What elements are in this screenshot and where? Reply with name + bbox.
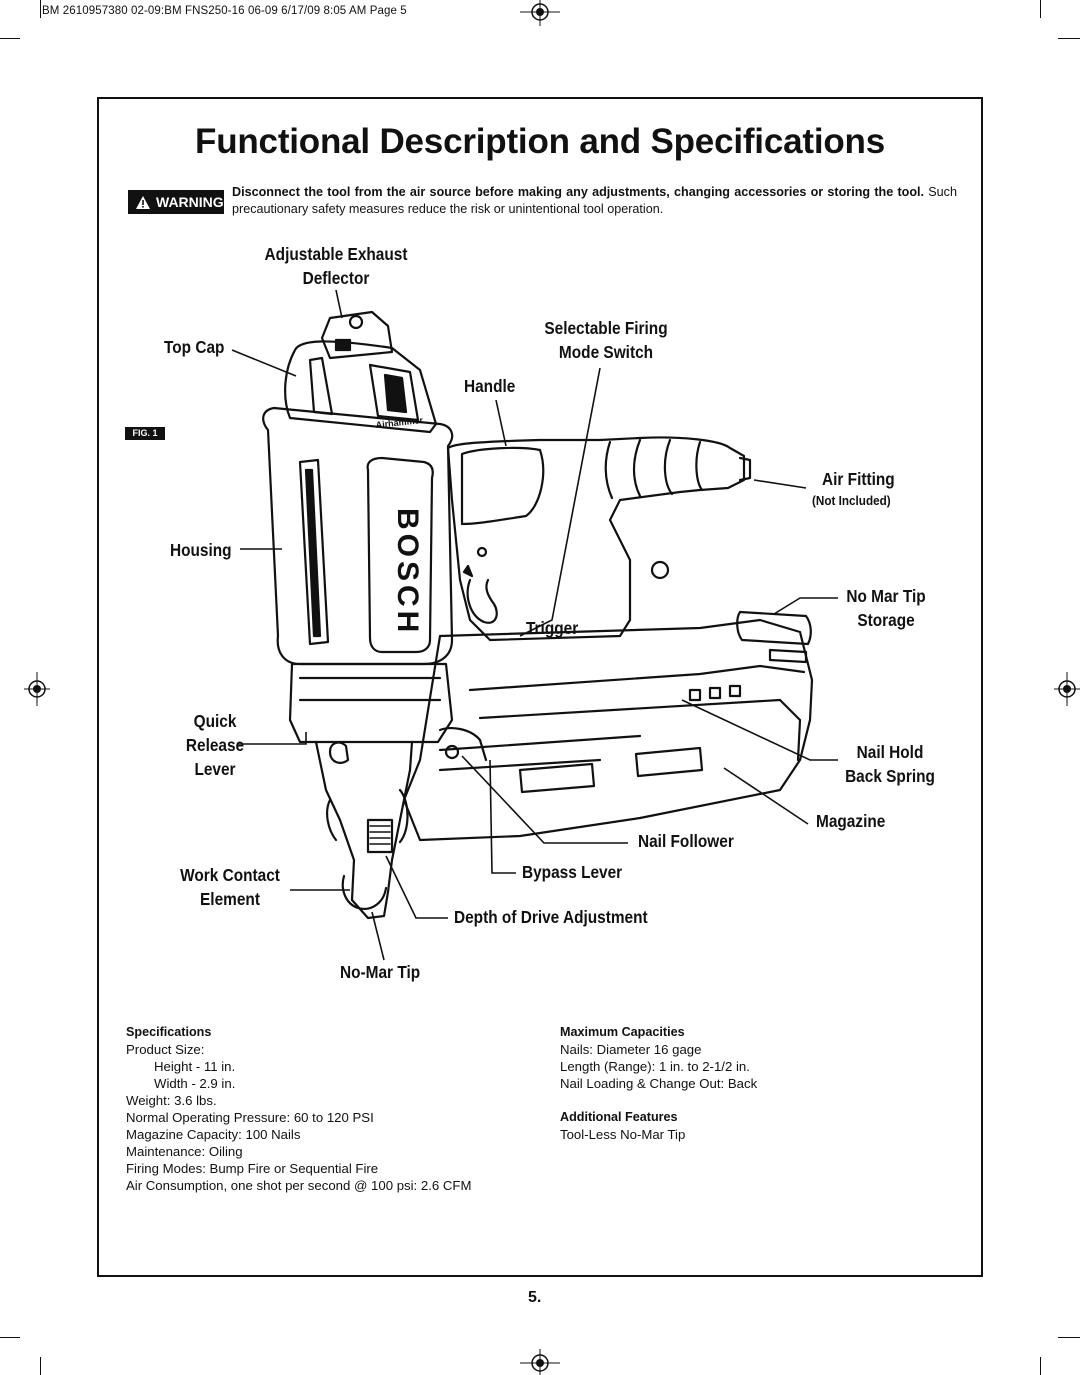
spec-pressure: Normal Operating Pressure: 60 to 120 PSI xyxy=(126,1110,374,1125)
registration-mark-right xyxy=(1054,672,1080,706)
label-housing: Housing xyxy=(170,540,232,560)
warning-text: Disconnect the tool from the air source … xyxy=(232,184,957,218)
label-magazine: Magazine xyxy=(816,811,886,831)
brand-marking: BOSCH Airhammer xyxy=(375,415,424,636)
warning-normal-text: Such precautionary safety measures reduc… xyxy=(232,185,957,216)
spec-air-consumption: Air Consumption, one shot per second @ 1… xyxy=(126,1178,472,1193)
print-header: BM 2610957380 02-09:BM FNS250-16 06-09 6… xyxy=(42,5,407,17)
warning-badge: WARNING xyxy=(128,190,224,214)
label-no-mar-tip: No-Mar Tip xyxy=(340,962,421,982)
label-work-contact-element: Work Contact Element xyxy=(180,865,280,909)
spec-firing-modes: Firing Modes: Bump Fire or Sequential Fi… xyxy=(126,1161,379,1176)
page-number: 5. xyxy=(528,1289,542,1306)
warning-label: WARNING xyxy=(156,194,224,210)
warning-triangle-icon xyxy=(136,195,150,209)
label-selectable-firing: Selectable Firing Mode Switch xyxy=(544,318,668,362)
svg-text:BOSCH: BOSCH xyxy=(391,508,424,636)
label-air-fitting: Air Fitting xyxy=(822,469,895,489)
spec-height: Height - 11 in. xyxy=(154,1059,236,1074)
specifications-heading: Specifications xyxy=(126,1025,212,1039)
label-quick-release-lever: Quick Release Lever xyxy=(185,711,245,779)
label-nail-follower: Nail Follower xyxy=(638,831,734,851)
label-adjustable-exhaust: Adjustable Exhaust Deflector xyxy=(264,244,408,288)
page-frame xyxy=(97,97,983,1277)
capacity-length: Length (Range): 1 in. to 2-1/2 in. xyxy=(560,1059,750,1074)
label-not-included: (Not Included) xyxy=(812,493,891,508)
registration-mark-left xyxy=(24,672,50,706)
capacities-column: Maximum Capacities Nails: Diameter 16 ga… xyxy=(560,1024,757,1143)
label-depth-of-drive: Depth of Drive Adjustment xyxy=(454,907,648,927)
capacities-heading: Maximum Capacities xyxy=(560,1025,685,1039)
registration-mark-bottom xyxy=(520,1349,560,1375)
nailer-illustration: BOSCH Airhammer xyxy=(231,289,838,961)
label-top-cap: Top Cap xyxy=(164,337,225,357)
additional-features-heading: Additional Features xyxy=(560,1110,678,1124)
page-title: Functional Description and Specification… xyxy=(195,122,885,161)
capacity-nails: Nails: Diameter 16 gage xyxy=(560,1042,702,1057)
spec-maintenance: Maintenance: Oiling xyxy=(126,1144,243,1159)
figure-tag: FIG. 1 xyxy=(125,427,165,440)
label-bypass-lever: Bypass Lever xyxy=(522,862,623,882)
warning-bold-text: Disconnect the tool from the air source … xyxy=(232,185,925,199)
label-handle: Handle xyxy=(464,376,516,396)
model-marking: Airhammer xyxy=(375,415,424,430)
label-trigger: Trigger xyxy=(526,618,579,638)
registration-mark-top xyxy=(520,0,560,26)
spec-width: Width - 2.9 in. xyxy=(154,1076,236,1091)
label-no-mar-tip-storage: No Mar Tip Storage xyxy=(846,586,926,630)
label-nail-hold-back-spring: Nail Hold Back Spring xyxy=(845,742,935,786)
capacity-loading: Nail Loading & Change Out: Back xyxy=(560,1076,758,1091)
spec-product-size: Product Size: xyxy=(126,1042,205,1057)
spec-weight: Weight: 3.6 lbs. xyxy=(126,1093,217,1108)
specifications-column: Specifications Product Size: Height - 11… xyxy=(126,1024,471,1194)
spec-magazine-capacity: Magazine Capacity: 100 Nails xyxy=(126,1127,301,1142)
feature-tip: Tool-Less No-Mar Tip xyxy=(560,1127,686,1142)
